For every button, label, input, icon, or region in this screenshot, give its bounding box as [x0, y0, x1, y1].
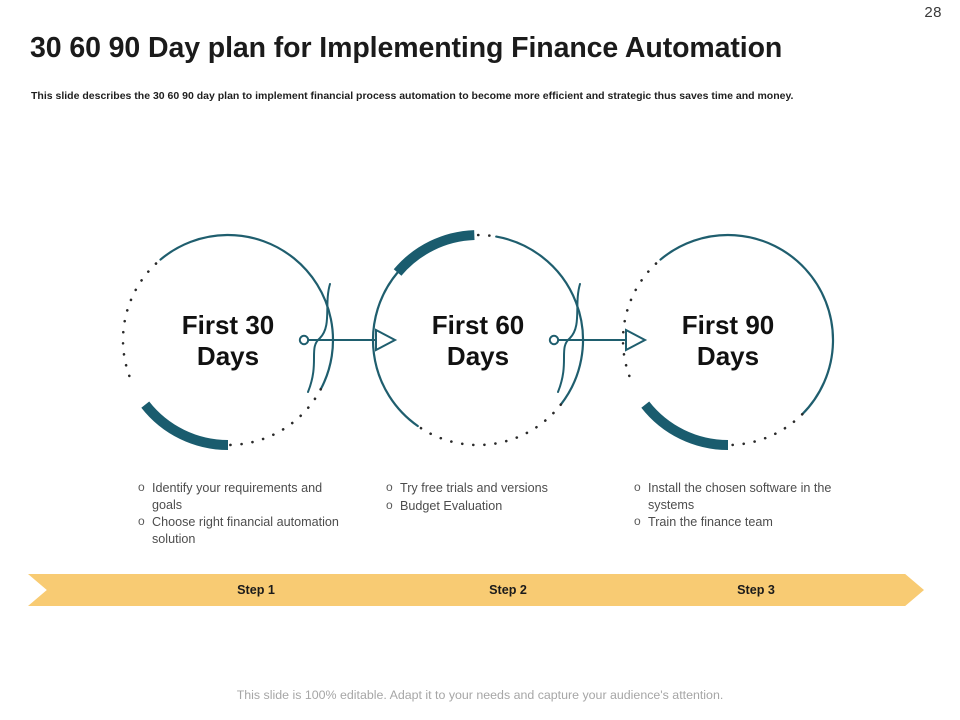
footer-note: This slide is 100% editable. Adapt it to…: [236, 688, 724, 702]
bullet-circle-icon: o: [138, 480, 145, 494]
circle-dotted-arc: [726, 412, 804, 447]
connector-1-2: [298, 328, 398, 352]
bullet-circle-icon: o: [386, 497, 393, 512]
circle-thin-arc: [371, 271, 419, 428]
stage-label-line-1: First 90: [682, 310, 775, 340]
connector-arrowhead-icon: [375, 328, 398, 352]
list-item-label: Identify your requirements and goals: [152, 481, 323, 512]
connector-hook: [557, 283, 581, 393]
connector-arrowhead-icon: [625, 328, 648, 352]
stage-label-line-2: Days: [697, 341, 759, 371]
page-title: 30 60 90 Day plan for Implementing Finan…: [30, 32, 783, 64]
circle-dotted-arc: [121, 258, 162, 378]
circle-thick-arc: [393, 230, 475, 276]
circle-thin-arc: [159, 233, 335, 391]
steps-banner-labels: Step 1 Step 2 Step 3: [28, 574, 924, 606]
list-item: o Train the finance team: [634, 514, 859, 531]
page-number: 28: [924, 4, 942, 21]
list-item: o Install the chosen software in the sys…: [634, 480, 859, 513]
circle-dotted-arc: [226, 387, 323, 447]
circle-thick-arc: [641, 401, 729, 450]
list-item-label: Budget Evaluation: [400, 498, 503, 513]
circle-dotted-arc: [416, 403, 563, 447]
bullet-column-3: o Install the chosen software in the sys…: [634, 480, 859, 532]
circle-thin-arc: [495, 235, 585, 406]
stage-label-line-2: Days: [447, 341, 509, 371]
list-item: o Try free trials and versions: [386, 480, 601, 497]
list-item-label: Install the chosen software in the syste…: [648, 481, 832, 512]
steps-banner: Step 1 Step 2 Step 3: [28, 574, 924, 606]
step-label-1: Step 1: [237, 583, 275, 597]
connector-hook: [307, 283, 331, 393]
list-item-label: Choose right financial automation soluti…: [152, 515, 339, 546]
bullet-circle-icon: o: [386, 480, 393, 494]
circle-thick-arc: [141, 401, 229, 450]
bullet-circle-icon: o: [634, 514, 641, 529]
stage-label-line-1: First 60: [432, 310, 525, 340]
step-label-2: Step 2: [489, 583, 527, 597]
slide-subtitle: This slide describes the 30 60 90 day pl…: [31, 90, 794, 102]
connector-start-dot: [548, 334, 560, 346]
list-item: o Identify your requirements and goals: [138, 480, 353, 513]
bullet-column-1: o Identify your requirements and goals o…: [138, 480, 353, 548]
stage-label-line-2: Days: [197, 341, 259, 371]
list-item-label: Train the finance team: [648, 515, 773, 530]
connector-start-dot: [298, 334, 310, 346]
list-item-label: Try free trials and versions: [400, 481, 548, 495]
stage-label-line-1: First 30: [182, 310, 275, 340]
bullet-circle-icon: o: [634, 480, 641, 494]
steps-banner-arrow-shape: [28, 574, 924, 606]
circle-dotted-arc: [621, 258, 662, 378]
list-item: o Budget Evaluation: [386, 498, 601, 515]
circle-thin-arc: [659, 233, 835, 416]
step-label-3: Step 3: [737, 583, 775, 597]
connector-2-3: [548, 328, 648, 352]
bullet-column-2: o Try free trials and versions o Budget …: [386, 480, 601, 515]
bullet-circle-icon: o: [138, 514, 145, 529]
list-item: o Choose right financial automation solu…: [138, 514, 353, 547]
